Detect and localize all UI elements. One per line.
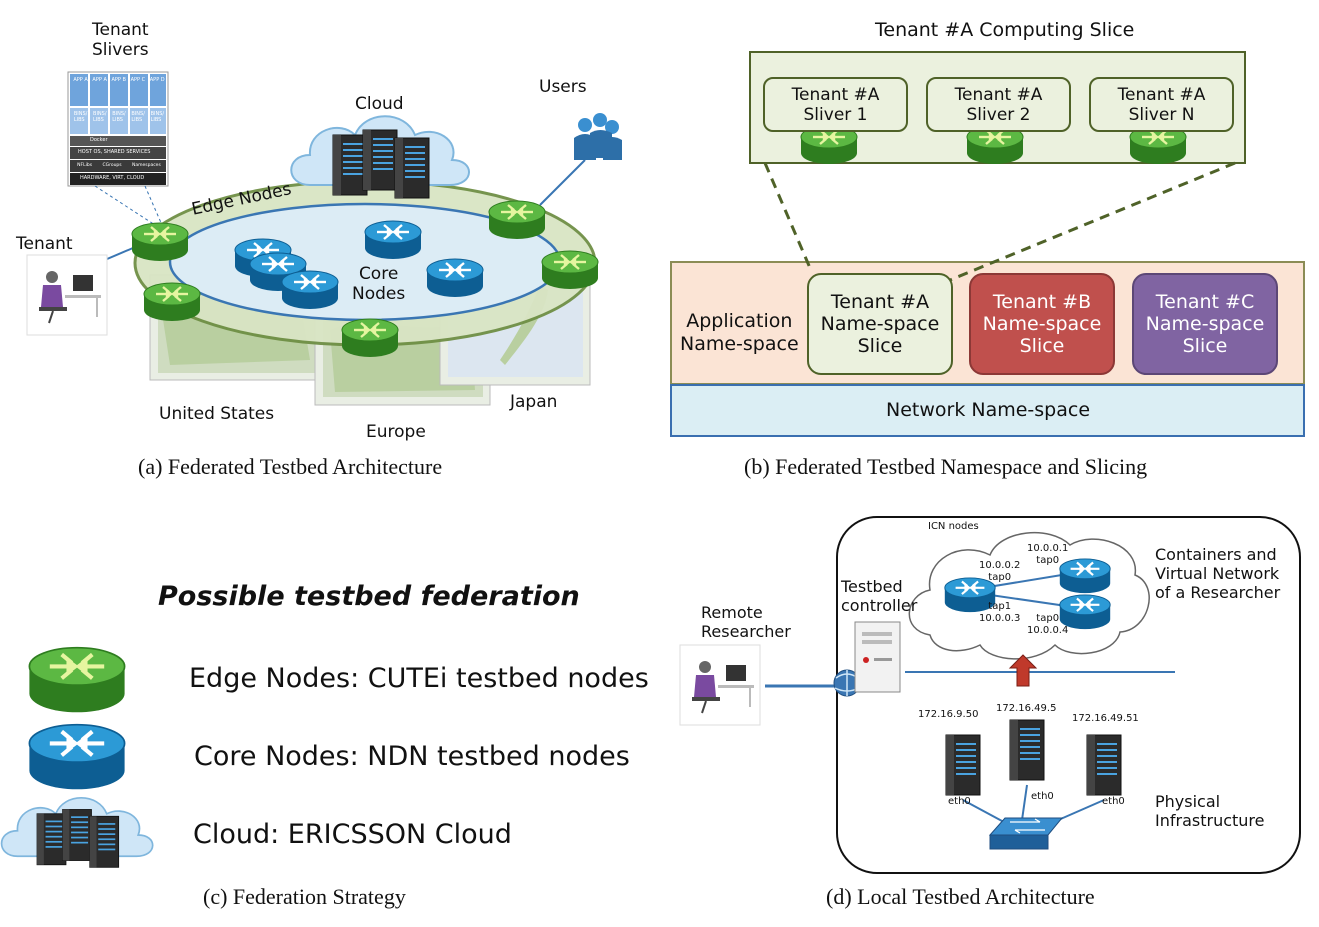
caption-b: (b) Federated Testbed Namespace and Slic… (744, 454, 1148, 479)
server-icon (89, 815, 120, 868)
switch-icon (988, 817, 1064, 850)
server-ip-3: 172.16.49.51 (1072, 713, 1139, 724)
server-icon (1086, 734, 1122, 796)
users-icon (574, 113, 622, 160)
computing-slice-title: Tenant #A Computing Slice (875, 19, 1135, 41)
core-router-icon (29, 725, 124, 790)
eth-label-2: eth0 (1031, 791, 1054, 802)
server-icon (62, 809, 92, 861)
stack-app-label: APP D (149, 77, 165, 83)
testbed-controller-label: Testbed controller (841, 577, 918, 616)
server-ip-2: 172.16.49.5 (996, 703, 1057, 714)
caption-a: (a) Federated Testbed Architecture (138, 454, 443, 479)
app-namespace-label: Application Name-space (680, 310, 799, 355)
tenant-label: Tenant (16, 234, 73, 254)
physical-infrastructure-label: Physical Infrastructure (1155, 792, 1265, 831)
core-router-icon (363, 219, 423, 261)
sliver-2-box: Tenant #A Sliver 2 (926, 77, 1071, 132)
edge-router-icon (487, 199, 547, 241)
stack-service-label: Namespaces (131, 163, 161, 168)
network-namespace-label: Network Name-space (886, 399, 1091, 421)
stack-hw: HARDWARE, VIRT, CLOUD (80, 175, 145, 181)
sliver-n-box: Tenant #A Sliver N (1089, 77, 1234, 132)
stack-bins-label: BINS/ LIBS (93, 111, 107, 123)
stack-service-label: CGroups (102, 163, 122, 168)
edge-router-icon (142, 281, 202, 323)
server-icon (945, 734, 981, 796)
eth-label-1: eth0 (948, 796, 971, 807)
stack-app-label: APP B (111, 77, 126, 83)
stack-bins-label: BINS/ LIBS (131, 111, 145, 123)
federation-title: Possible testbed federation (158, 581, 580, 612)
stack-app-label: APP A (92, 77, 107, 83)
addr-tap0-right: 10.0.0.1 tap0 (1027, 543, 1069, 566)
tenant-person-icon (26, 254, 108, 336)
core-router-icon (280, 269, 340, 311)
core-router-icon (425, 257, 485, 299)
stack-service-label: NFLibs (77, 163, 93, 168)
stack-apps: APP A APP A APP B APP C APP D (71, 77, 167, 84)
remote-researcher-icon (679, 644, 761, 726)
stack-docker: Docker (90, 137, 108, 143)
icn-nodes-label: ICN nodes (928, 521, 979, 532)
addr-tap0-left: 10.0.0.2 tap0 (979, 560, 1021, 583)
remote-researcher-label: Remote Researcher (701, 603, 791, 642)
caption-c: (c) Federation Strategy (203, 884, 406, 909)
server-icon (332, 134, 368, 196)
stack-bins-label: BINS/ LIBS (112, 111, 126, 123)
users-label: Users (539, 77, 587, 97)
legend-edge-text: Edge Nodes: CUTEi testbed nodes (189, 663, 649, 694)
server-icon (36, 813, 67, 866)
edge-router-icon (540, 249, 600, 291)
edge-router-icon (340, 317, 400, 359)
tenant-slivers-stack (67, 71, 169, 187)
tenant-a-namespace-slice: Tenant #A Name-space Slice (807, 273, 953, 375)
stack-bins-label: BINS/ LIBS (73, 111, 88, 123)
stack-services: NFLibs CGroups Namespaces (72, 163, 166, 168)
stack-bins-label: BINS/ LIBS (150, 111, 165, 123)
caption-d: (d) Local Testbed Architecture (826, 884, 1095, 909)
legend-cloud-text: Cloud: ERICSSON Cloud (193, 819, 512, 850)
server-icon (362, 129, 398, 191)
stack-bins: BINS/ LIBS BINS/ LIBS BINS/ LIBS BINS/ L… (71, 111, 167, 124)
addr-tap1: tap1 10.0.0.3 (979, 601, 1021, 624)
server-ip-1: 172.16.9.50 (918, 709, 979, 720)
core-nodes-label: Core Nodes (352, 264, 406, 305)
united-states-label: United States (159, 404, 275, 424)
stack-app-label: APP C (130, 77, 146, 83)
containers-label: Containers and Virtual Network of a Rese… (1155, 545, 1281, 603)
tenant-slivers-label: Tenant Slivers (92, 20, 149, 61)
legend-core-text: Core Nodes: NDN testbed nodes (194, 741, 630, 772)
panel-a-graphics (26, 71, 622, 406)
tenant-c-namespace-slice: Tenant #C Name-space Slice (1132, 273, 1278, 375)
cloud-label: Cloud (355, 94, 404, 114)
deploy-arrow-icon (1008, 654, 1038, 687)
panel-c-graphics (0, 648, 154, 868)
panel-d-graphics (679, 516, 1301, 874)
server-icon (394, 137, 430, 199)
edge-router-icon (130, 221, 190, 263)
stack-app-label: APP A (73, 77, 88, 83)
stack-host: HOST OS, SHARED SERVICES (78, 149, 151, 155)
japan-label: Japan (510, 392, 558, 412)
tenant-b-namespace-slice: Tenant #B Name-space Slice (969, 273, 1115, 375)
network-namespace-box (670, 384, 1305, 437)
server-icon (1009, 719, 1045, 781)
edge-router-icon (29, 648, 124, 713)
europe-label: Europe (366, 422, 426, 442)
addr-tap0-bottom: tap0 10.0.0.4 (1027, 613, 1069, 636)
sliver-1-box: Tenant #A Sliver 1 (763, 77, 908, 132)
testbed-controller-icon (854, 621, 901, 693)
eth-label-3: eth0 (1102, 796, 1125, 807)
